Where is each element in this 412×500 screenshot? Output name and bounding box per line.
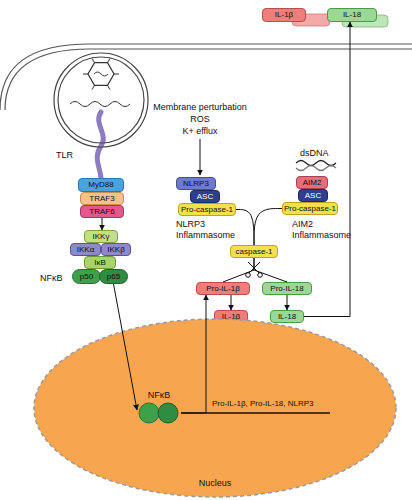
node-text: IL-18 [278, 312, 296, 322]
caspase-box: Pro-caspase-1 [282, 202, 338, 215]
complex-label: NFκB [40, 273, 72, 284]
cell-membrane [0, 44, 412, 110]
node-text: Pro-caspase-1 [181, 205, 233, 215]
gene-dna-line [181, 412, 330, 414]
node-text: NFκB [137, 390, 181, 401]
scissors-symbol [246, 273, 251, 278]
adaptor-box: ASC [190, 190, 220, 203]
node-text: TRAF3 [89, 194, 114, 204]
nfkb-subunit [139, 403, 159, 423]
caspase-box: caspase-1 [230, 245, 278, 258]
cytokine-box: IL-18 [327, 8, 377, 22]
node-text: IKKβ [107, 245, 125, 255]
stimulus-label: K+ efflux [145, 126, 255, 137]
node-text: Pro-IL-1β [206, 284, 240, 294]
nfkb-subunit [158, 403, 178, 423]
node-text: IKKγ [93, 232, 110, 242]
adaptor-box: MyD88 [78, 178, 124, 192]
node-text: IκB [94, 258, 106, 268]
endosome-circle-outline [53, 52, 149, 148]
node-text: p50 [80, 272, 93, 282]
node-text: NLRP3 [183, 179, 209, 189]
dsdna-strand [296, 166, 336, 171]
node-text: MyD88 [88, 180, 113, 190]
nfkb-subunit: p50 [72, 269, 101, 284]
pathway-arrow [254, 209, 282, 246]
node-text: Pro-caspase-1 [284, 204, 336, 214]
sensor-box: NLRP3 [176, 177, 216, 190]
node-text: IKKα [77, 245, 95, 255]
node-text: Pro-IL-18 [270, 284, 303, 294]
stimulus-label: Membrane perturbation [145, 102, 255, 113]
pathway-arrow [304, 22, 350, 317]
adaptor-box: TRAF3 [80, 192, 124, 205]
endosome-membrane [58, 57, 144, 143]
complex-label: NLRP3 Inflammasome [176, 219, 232, 241]
node-text: AIM2 [303, 178, 322, 188]
scissors-symbol [258, 273, 263, 278]
virus-spikes [83, 58, 119, 89]
node-text: caspase-1 [236, 247, 273, 257]
pathway-arrow [236, 210, 254, 246]
pathway-arrow [102, 218, 103, 230]
nfkb-subunit: p65 [99, 269, 128, 284]
endosome-membrane [54, 53, 148, 147]
cytokine-box: Pro-IL-18 [262, 282, 312, 295]
cytokine-box: IL-1β [262, 8, 306, 22]
node-text: Nucleus [185, 478, 245, 489]
sensor-box: AIM2 [296, 176, 328, 189]
stimulus-label: ROS [145, 114, 255, 125]
pathway-arrow [114, 284, 138, 410]
pathway-arrow [223, 258, 254, 282]
transcription-factor: NFκB [137, 390, 181, 426]
complex-label: AIM2 Inflammasome [292, 219, 352, 241]
viral-rna [94, 72, 108, 76]
node-text: IL-1β [275, 10, 293, 20]
node-text: ASC [197, 192, 213, 202]
adaptor-box: TRAF6 [80, 205, 124, 218]
cytokine-box: Pro-IL-1β [196, 282, 250, 295]
dsdna-strand [296, 161, 336, 166]
cell-membrane [5, 49, 412, 110]
node-text: ASC [305, 191, 321, 201]
stimulus-arrow [200, 139, 201, 175]
caspase-box: Pro-caspase-1 [178, 203, 236, 216]
tlr-receptor [97, 112, 103, 178]
node-text: p65 [107, 272, 120, 282]
inhibitor-box: IκB [84, 256, 116, 269]
cytokine-box: IL-18 [270, 310, 304, 323]
adaptor-box: ASC [298, 189, 328, 202]
pathway-arrow [287, 295, 288, 310]
pathway-arrow [254, 258, 287, 282]
node-text: IL-18 [343, 10, 361, 20]
endosome-circle: TLR [53, 52, 149, 148]
virus-capsid [88, 63, 114, 86]
kinase-box: IKKβ [101, 243, 131, 256]
viral-rna [70, 102, 130, 107]
scissors-symbol [248, 262, 260, 273]
node-text: TRAF6 [89, 207, 114, 217]
nuclear-envelope [34, 319, 396, 497]
node-text: TLR [56, 150, 80, 161]
kinase-box: IKKγ [84, 230, 118, 243]
kinase-box: IKKα [70, 243, 101, 256]
gene-label: Pro-IL-1β, Pro-IL-18, NLRP3 [212, 398, 346, 409]
pathway-arrow [181, 295, 206, 413]
pathway-arrow [231, 295, 232, 310]
ligand-label: dsDNA [300, 148, 340, 159]
